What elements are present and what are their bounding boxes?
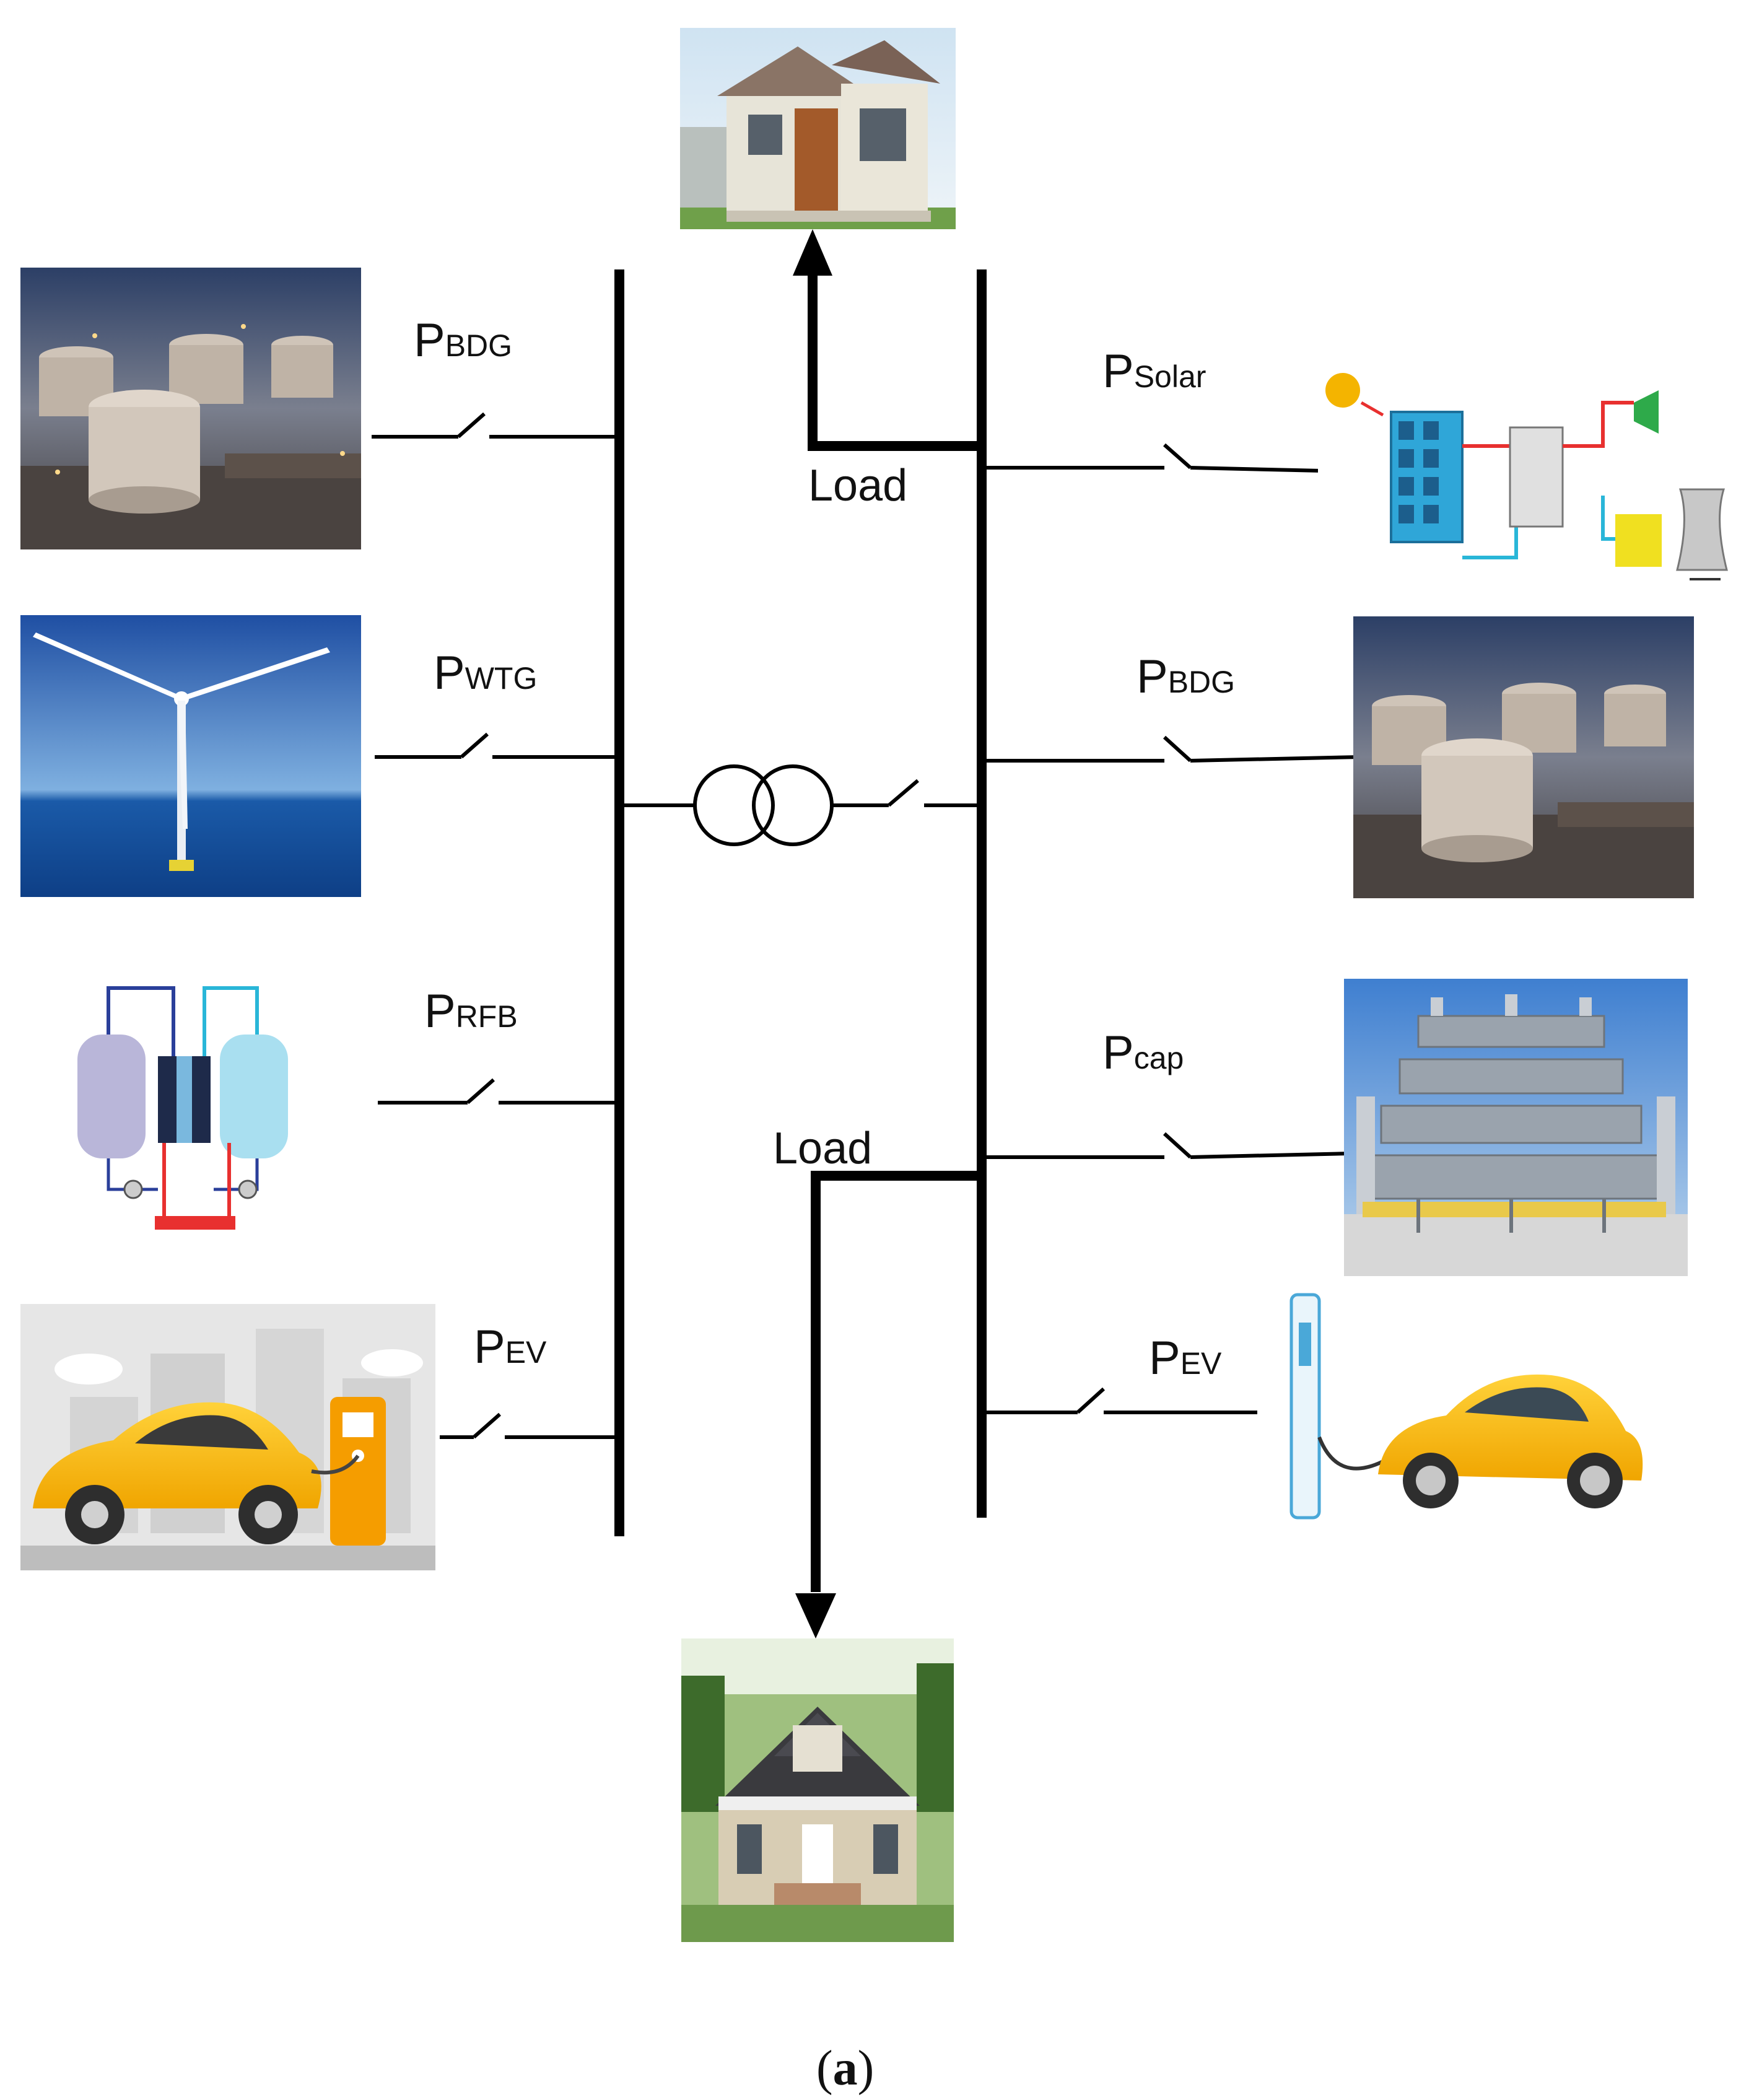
- wind-turbine-image: [20, 615, 361, 897]
- label-left-rfb: PRFB: [424, 985, 518, 1038]
- label-load-top: Load: [808, 461, 907, 510]
- switch-right-bdg: [982, 735, 1360, 763]
- label-right-solar: PSolar: [1102, 345, 1206, 398]
- flow-battery-image: [71, 976, 319, 1248]
- label-left-ev: PEV: [474, 1321, 547, 1373]
- switch-right-ev: [982, 1387, 1257, 1414]
- label-load-bottom: Load: [773, 1124, 872, 1173]
- switch-left-ev: [440, 1412, 619, 1439]
- ev-charging-right-image: [1267, 1288, 1651, 1536]
- figure-caption: (a): [816, 2041, 874, 2096]
- switch-left-bdg: [372, 412, 619, 439]
- transformer-icon: [619, 764, 982, 846]
- label-right-ev: PEV: [1149, 1332, 1222, 1385]
- switch-right-solar: [982, 443, 1323, 473]
- label-right-bdg: PBDG: [1137, 650, 1235, 703]
- top-load-line: [793, 229, 982, 451]
- house-bottom-image: [681, 1638, 954, 1942]
- label-left-bdg: PBDG: [414, 314, 512, 367]
- solar-plant-image: [1318, 335, 1733, 616]
- switch-left-wtg: [375, 732, 619, 759]
- house-top-image: [680, 28, 956, 229]
- bottom-load-line: [795, 1171, 982, 1638]
- switch-right-cap: [982, 1132, 1351, 1159]
- ev-charging-left-image: [20, 1304, 435, 1570]
- storage-tanks-right-image: [1353, 616, 1694, 898]
- capacitor-bank-image: [1344, 979, 1688, 1276]
- switch-left-rfb: [378, 1078, 619, 1105]
- storage-tanks-left-image: [20, 268, 361, 549]
- label-right-cap: Pcap: [1102, 1026, 1184, 1079]
- label-left-wtg: PWTG: [434, 647, 537, 699]
